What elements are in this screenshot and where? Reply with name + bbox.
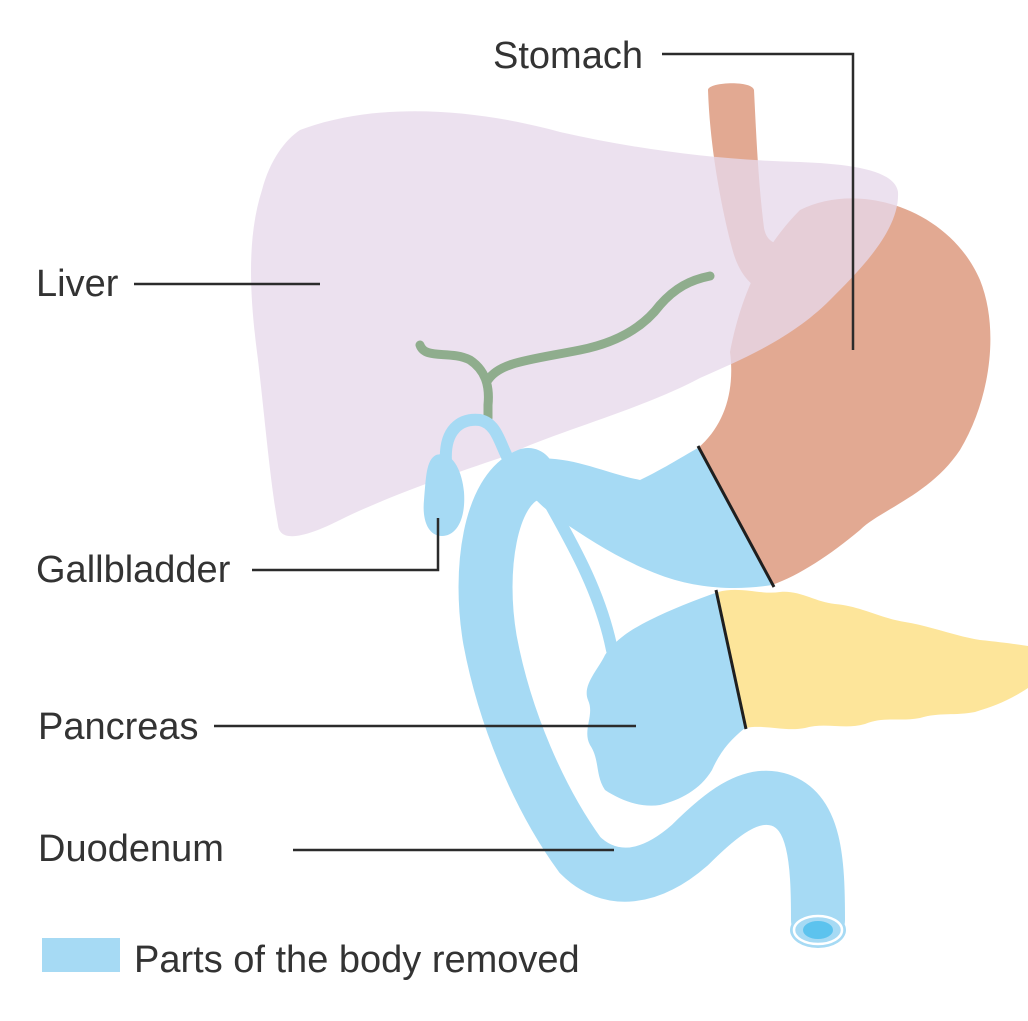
- legend-label: Parts of the body removed: [134, 939, 580, 981]
- gallbladder-label: Gallbladder: [36, 549, 231, 591]
- liver-shape: [251, 111, 899, 537]
- pancreas-remaining-shape: [718, 589, 1028, 730]
- liver-label: Liver: [36, 263, 119, 305]
- gallbladder-leader-line: [252, 518, 440, 572]
- bile-duct-shape: [415, 271, 715, 423]
- removed-parts-shape: [423, 413, 846, 948]
- legend-swatch: [42, 938, 120, 972]
- pancreas-label: Pancreas: [38, 706, 199, 748]
- pancreas-cut-line: [714, 589, 748, 730]
- stomach-cut-line: [696, 445, 776, 588]
- stomach-leader-line: [662, 52, 855, 350]
- stomach-label: Stomach: [493, 35, 643, 77]
- duodenum-label: Duodenum: [38, 828, 224, 870]
